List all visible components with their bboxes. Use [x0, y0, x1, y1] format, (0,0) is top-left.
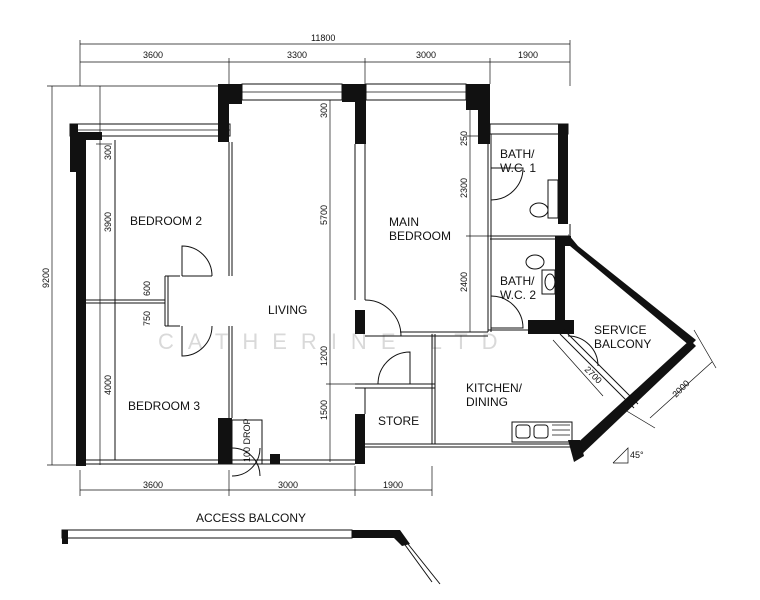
dim-mid-2: 5700 — [319, 205, 329, 225]
label-main-bedroom-1: MAIN — [389, 215, 419, 229]
access-balcony — [61, 529, 441, 585]
dim-top-2: 3300 — [287, 50, 307, 60]
label-bath-1-b: W.C. 1 — [500, 161, 536, 175]
label-bedroom-3: BEDROOM 3 — [128, 399, 200, 413]
label-store: STORE — [378, 414, 419, 428]
dim-bottom-3: 1900 — [383, 480, 403, 490]
dim-bottom-2: 3000 — [278, 480, 298, 490]
label-service-2: BALCONY — [594, 337, 651, 351]
label-bedroom-2: BEDROOM 2 — [130, 214, 202, 228]
label-bath-1-a: BATH/ — [500, 147, 535, 161]
label-bath-2-a: BATH/ — [500, 274, 535, 288]
dim-mid-1: 300 — [319, 103, 329, 118]
dim-top-1: 3600 — [143, 50, 163, 60]
dim-overall-width: 11800 — [311, 33, 335, 43]
dim-left-1: 300 — [103, 145, 113, 160]
dimension-lines — [47, 40, 717, 496]
dim-left-4: 750 — [142, 311, 152, 326]
dim-mid-3: 1200 — [319, 346, 329, 366]
label-bath-2-b: W.C. 2 — [500, 288, 536, 302]
dim-top-4: 1900 — [518, 50, 538, 60]
dim-left-3: 600 — [142, 281, 152, 296]
label-kitchen-2: DINING — [466, 395, 508, 409]
label-access-balcony: ACCESS BALCONY — [196, 511, 306, 525]
label-service-1: SERVICE — [594, 323, 646, 337]
label-living: LIVING — [268, 303, 307, 317]
dim-left-5: 4000 — [103, 375, 113, 395]
label-main-bedroom-2: BEDROOM — [389, 229, 451, 243]
label-drop: 100 DROP — [242, 418, 252, 462]
dim-left-2: 3900 — [103, 212, 113, 232]
doors — [181, 167, 599, 477]
fixtures — [511, 179, 573, 443]
dim-bottom-1: 3600 — [143, 480, 163, 490]
dim-overall-height: 9200 — [41, 268, 51, 288]
dim-angle: 45° — [630, 450, 644, 460]
dim-right-1: 250 — [459, 131, 469, 146]
dim-right-2: 2300 — [459, 178, 469, 198]
watermark: CATHERINE LTD — [158, 329, 512, 354]
walls — [69, 83, 696, 466]
label-kitchen-1: KITCHEN/ — [466, 381, 523, 395]
dim-right-3: 2400 — [459, 272, 469, 292]
dim-service-2000: 2000 — [670, 378, 691, 399]
dim-top-3: 3000 — [416, 50, 436, 60]
dim-mid-4: 1500 — [319, 400, 329, 420]
